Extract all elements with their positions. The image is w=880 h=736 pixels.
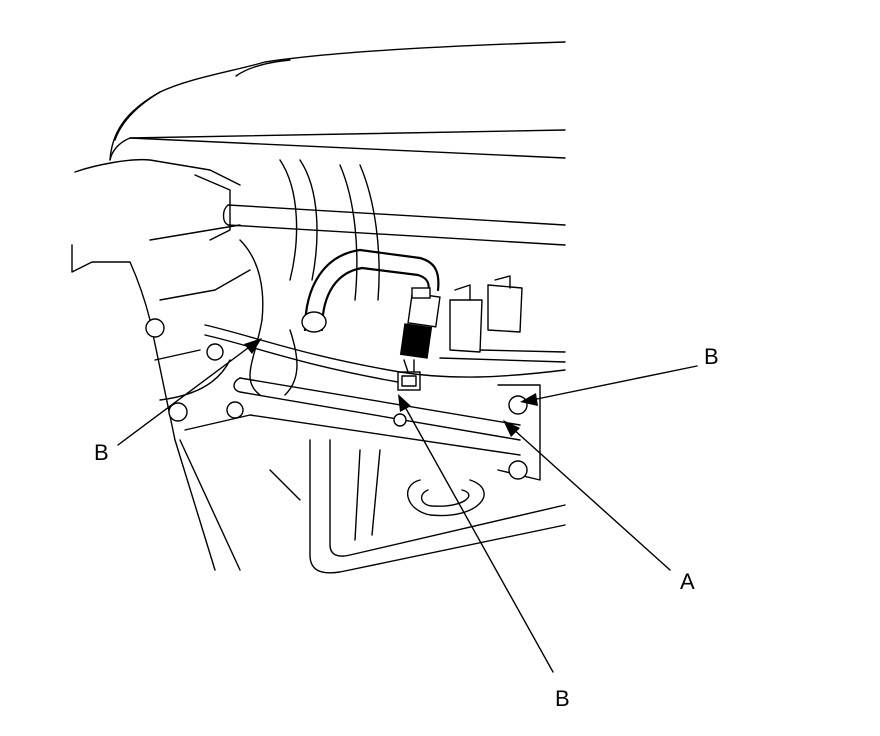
left-frame xyxy=(71,158,251,571)
sensor-housing xyxy=(439,275,566,363)
leader-lines xyxy=(117,338,698,673)
intake-manifold xyxy=(222,159,566,396)
connector-upper xyxy=(399,287,441,359)
lower-pipes xyxy=(269,439,566,574)
callout-a: A xyxy=(680,569,695,594)
connector-lower xyxy=(397,359,421,391)
callout-b-left: B xyxy=(94,440,109,465)
bracket-bar xyxy=(184,377,541,481)
wire-harness xyxy=(204,324,566,383)
engine-cover xyxy=(109,41,566,161)
callout-b-bottom: B xyxy=(555,686,570,711)
hose xyxy=(301,248,440,333)
callout-b-right: B xyxy=(704,344,719,369)
